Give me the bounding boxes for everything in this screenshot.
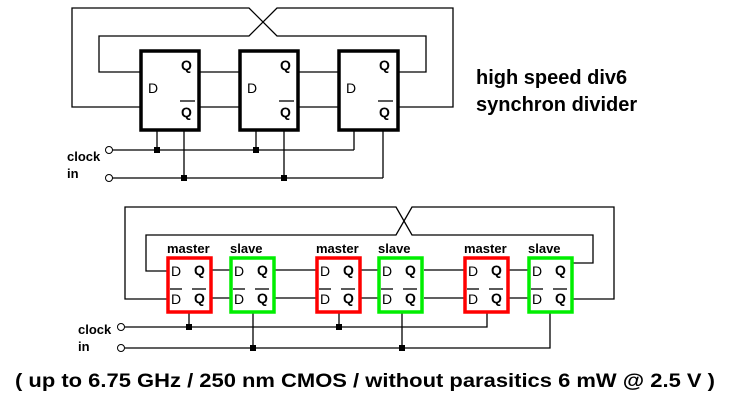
pin-q: Q <box>405 262 416 278</box>
slave-box <box>377 256 424 314</box>
clock-in-terminal[interactable] <box>105 174 113 182</box>
pin-d: D <box>382 263 392 279</box>
pin-d: D <box>148 80 158 96</box>
clock-label: clock <box>67 149 101 164</box>
pin-q: Q <box>555 262 566 278</box>
pin-dbar: D <box>382 291 392 307</box>
pin-d: D <box>468 263 478 279</box>
pin-d: D <box>234 263 244 279</box>
junction-dot <box>336 324 342 330</box>
inner-feedback-wire <box>71 7 427 108</box>
pin-d: D <box>346 80 356 96</box>
pin-d: D <box>171 263 181 279</box>
pin-q: Q <box>379 57 390 73</box>
d-flipflop-3: D Q Q <box>337 49 400 132</box>
latch-label: master <box>167 241 210 256</box>
pin-q: Q <box>181 57 192 73</box>
pin-q: Q <box>280 57 291 73</box>
pin-qbar: Q <box>280 104 291 120</box>
slave-box <box>527 256 574 314</box>
junction-dot <box>281 175 287 181</box>
pin-dbar: D <box>320 291 330 307</box>
clock-label: clock <box>78 322 112 337</box>
d-flipflop-2: D Q Q <box>238 49 300 132</box>
junction-dot <box>399 345 405 351</box>
pin-q: Q <box>194 262 205 278</box>
clock-in-terminal[interactable] <box>117 323 125 331</box>
pin-dbar: D <box>234 291 244 307</box>
pin-qbar: Q <box>491 290 502 306</box>
junction-dot <box>181 175 187 181</box>
pin-qbar: Q <box>379 104 390 120</box>
pin-d: D <box>247 80 257 96</box>
inner-feedback-wire <box>124 206 594 300</box>
junction-dot <box>154 147 160 153</box>
in-label: in <box>78 339 90 354</box>
pin-dbar: D <box>171 291 181 307</box>
clock-line-1 <box>125 313 488 328</box>
pin-qbar: Q <box>181 104 192 120</box>
junction-dot <box>253 147 259 153</box>
title-line-1: high speed div6 <box>476 67 627 89</box>
pin-qbar: Q <box>405 290 416 306</box>
slave-box <box>229 256 276 314</box>
title-line-2: synchron divider <box>476 94 637 116</box>
pin-qbar: Q <box>555 290 566 306</box>
latch-label: slave <box>230 241 263 256</box>
in-label: in <box>67 166 79 181</box>
latch-label: slave <box>528 241 561 256</box>
pin-qbar: Q <box>194 290 205 306</box>
pin-q: Q <box>491 262 502 278</box>
pin-d: D <box>532 263 542 279</box>
top-diagram: clock in D Q Q D Q Q D Q Q <box>67 7 454 182</box>
junction-dot <box>250 345 256 351</box>
pin-dbar: D <box>468 291 478 307</box>
pin-q: Q <box>343 262 354 278</box>
latch-label: master <box>464 241 507 256</box>
latch-label: master <box>316 241 359 256</box>
d-flipflop-1: D Q Q <box>139 49 201 132</box>
pin-qbar: Q <box>343 290 354 306</box>
pin-qbar: Q <box>257 290 268 306</box>
clock-line-2 <box>125 313 551 349</box>
master-box <box>166 256 213 314</box>
latch-label: slave <box>378 241 411 256</box>
pin-q: Q <box>257 262 268 278</box>
caption: ( up to 6.75 GHz / 250 nm CMOS / without… <box>15 371 715 392</box>
master-box <box>463 256 510 314</box>
master-box <box>315 256 362 314</box>
clock-in-terminal[interactable] <box>105 146 113 154</box>
pin-d: D <box>320 263 330 279</box>
pin-dbar: D <box>532 291 542 307</box>
junction-dot <box>186 324 192 330</box>
clock-in-terminal[interactable] <box>117 344 125 352</box>
